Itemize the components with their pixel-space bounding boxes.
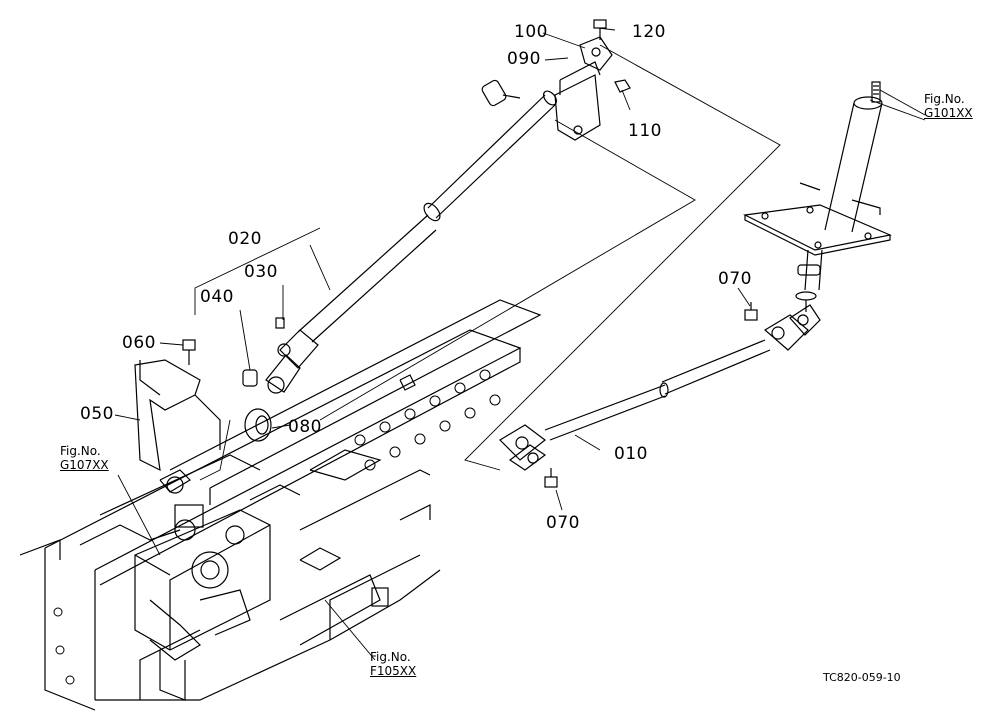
figure-ref-code: F105XX (370, 664, 417, 678)
figure-ref-code: G101XX (924, 106, 973, 120)
callout-090: 090 (507, 49, 541, 69)
bolt-070-lower (544, 468, 558, 488)
callout-040: 040 (200, 287, 234, 307)
callout-010: 010 (614, 444, 648, 464)
callout-120: 120 (632, 22, 666, 42)
callout-110: 110 (628, 121, 662, 141)
bracket-050 (134, 359, 221, 472)
figure-ref-label: Fig.No. (924, 92, 965, 106)
drawing-number: TC820-059-10 (823, 671, 901, 684)
grease-nipple-030 (275, 317, 285, 329)
seal-080 (244, 408, 272, 442)
figure-ref-g107: Fig.No. G107XX (60, 444, 109, 472)
steering-shaft-010 (499, 300, 821, 471)
leader-lines (114, 27, 926, 661)
figure-ref-g101: Fig.No. G101XX (924, 92, 973, 120)
steering-column (742, 81, 893, 301)
callout-070-lower: 070 (546, 513, 580, 533)
nut-110 (614, 79, 631, 93)
callout-100: 100 (514, 22, 548, 42)
figure-ref-code: G107XX (60, 458, 109, 472)
figure-ref-label: Fig.No. (370, 650, 411, 664)
tractor-frame (19, 299, 542, 711)
callout-050: 050 (80, 404, 114, 424)
figure-ref-label: Fig.No. (60, 444, 101, 458)
frame-holes (53, 369, 501, 685)
steering-shaft-020 (265, 79, 558, 394)
bolt-060 (182, 339, 196, 365)
callout-070-upper: 070 (718, 269, 752, 289)
callout-080: 080 (288, 417, 322, 437)
figure-ref-f105: Fig.No. F105XX (370, 650, 416, 678)
support-bracket-090 (554, 36, 613, 141)
bolt-120 (593, 19, 607, 40)
callout-060: 060 (122, 333, 156, 353)
power-steering-pump (134, 504, 271, 701)
cap-040 (242, 369, 258, 387)
bolt-070-upper (744, 302, 758, 321)
callout-030: 030 (244, 262, 278, 282)
callout-020: 020 (228, 229, 262, 249)
